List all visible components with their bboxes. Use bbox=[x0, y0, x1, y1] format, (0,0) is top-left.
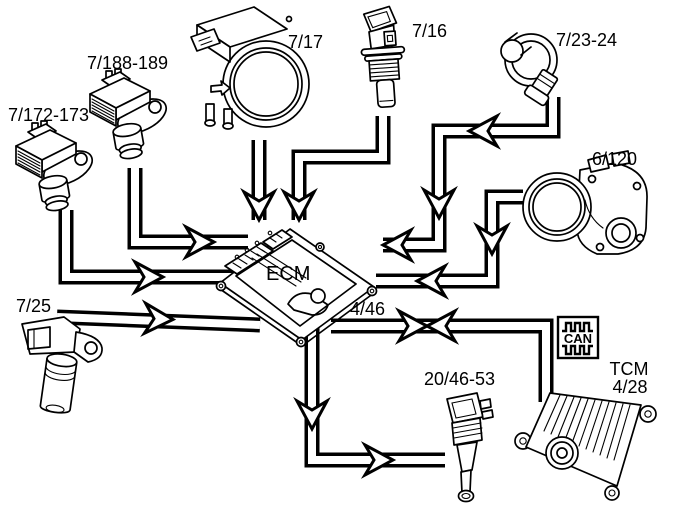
pipe-knock-to-ecm bbox=[383, 97, 561, 253]
knock-sensor-label: 7/23-24 bbox=[556, 30, 617, 50]
crankshaft-sensor-label: 7/25 bbox=[16, 296, 51, 316]
camshaft-sensor-a-label: 7/172-173 bbox=[8, 105, 89, 125]
camshaft-sensor-a-illustration bbox=[15, 120, 99, 214]
mass-air-flow-sensor-label: 7/17 bbox=[288, 32, 323, 52]
camshaft-sensor-b-illustration bbox=[89, 68, 173, 162]
throttle-unit-illustration bbox=[522, 150, 648, 255]
ignition-coil-illustration bbox=[446, 392, 494, 503]
pipe-can-ecm-tcm bbox=[331, 318, 554, 402]
tcm-name-label: TCM bbox=[610, 359, 649, 379]
ignition-coil-label: 20/46-53 bbox=[424, 369, 495, 389]
coolant-temperature-sensor-label: 7/16 bbox=[412, 21, 447, 41]
pipe-ecm-to-ignition-coil bbox=[304, 324, 445, 468]
ecm-name-label: ECM bbox=[266, 263, 310, 285]
airflow-direction-icon bbox=[210, 80, 231, 96]
tcm-illustration bbox=[514, 392, 657, 501]
ecm-illustration bbox=[215, 228, 378, 348]
camshaft-sensor-b-label: 7/188-189 bbox=[87, 53, 168, 73]
can-label: CAN bbox=[564, 331, 592, 346]
can-signal-wave-bottom-icon bbox=[562, 344, 593, 356]
pipe-temp-sensor-to-ecm bbox=[291, 116, 391, 220]
can-symbol: CAN bbox=[556, 315, 600, 360]
can-signal-wave-top-icon bbox=[562, 321, 593, 333]
throttle-unit-label: 6/120 bbox=[592, 149, 637, 169]
can-box-border bbox=[556, 315, 600, 360]
ecm-number-label: 4/46 bbox=[350, 299, 385, 319]
mass-air-flow-sensor-illustration bbox=[190, 6, 310, 130]
tcm-number-label: 4/28 bbox=[612, 377, 647, 397]
pipe-camshaft-a-to-ecm bbox=[58, 210, 240, 285]
coolant-temperature-sensor-illustration bbox=[360, 5, 406, 109]
crankshaft-sensor-illustration bbox=[21, 316, 103, 414]
knock-sensor-illustration bbox=[500, 32, 559, 107]
